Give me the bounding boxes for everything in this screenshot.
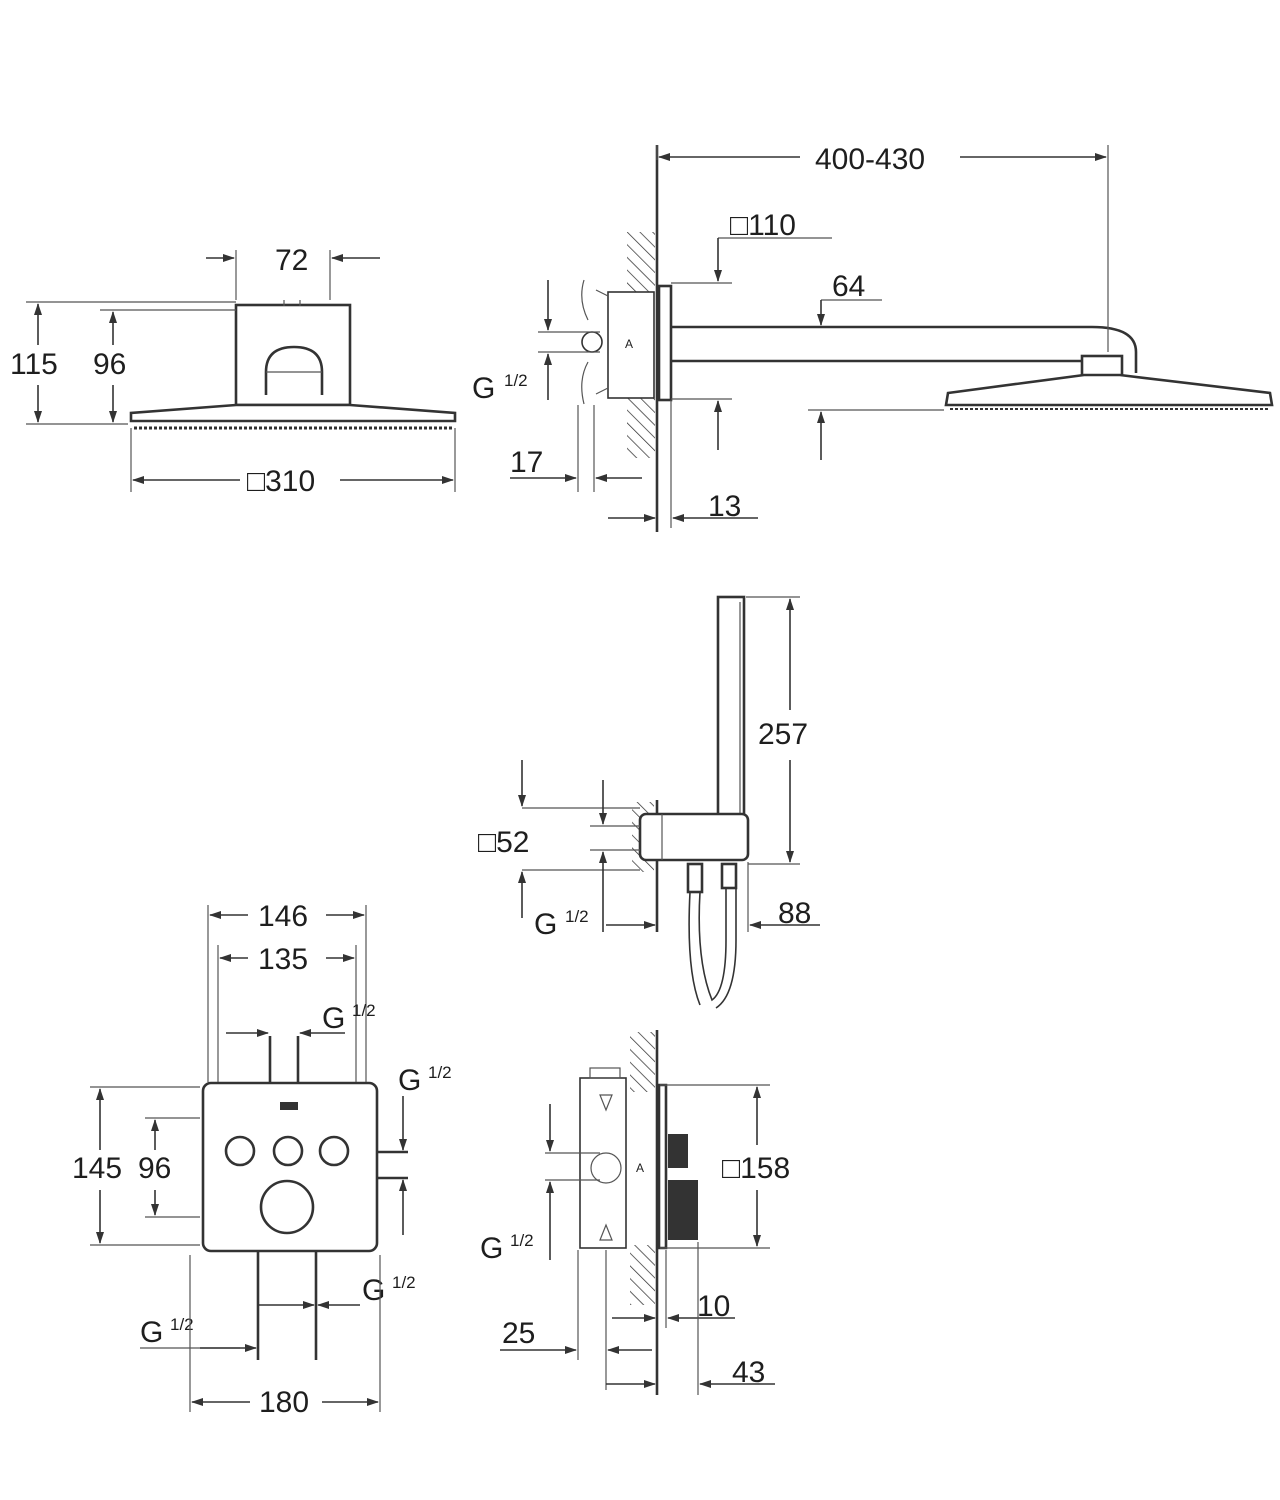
thread-label-hand: G xyxy=(534,908,557,941)
dim-bracket-square: □52 xyxy=(478,826,530,859)
thread-fraction-head: 1/2 xyxy=(504,371,528,390)
dim-hand-shower-length: 257 xyxy=(758,718,808,751)
dim-total-height: 115 xyxy=(10,348,58,381)
dim-inner-height: 96 xyxy=(138,1152,171,1185)
dim-knob-projection: 43 xyxy=(732,1356,765,1389)
thermostat-front-view: 146 135 G 1/2 G 1/2 145 96 G 1/2 xyxy=(72,900,452,1419)
thread-label-bottom-left: G xyxy=(140,1316,163,1349)
svg-text:A: A xyxy=(636,1161,644,1175)
wall-bracket xyxy=(638,812,750,862)
thread-label-thermostat: G xyxy=(480,1232,503,1265)
dim-rosette-depth: 13 xyxy=(708,490,741,523)
dim-body-width: 180 xyxy=(259,1386,309,1419)
thread-fraction-thermostat: 1/2 xyxy=(510,1231,534,1250)
thread-fraction-bottom-left: 1/2 xyxy=(170,1315,194,1334)
dim-head-height: 96 xyxy=(93,348,126,381)
wall-connector xyxy=(581,331,603,353)
wall-hatch-upper xyxy=(630,1032,655,1092)
svg-text:A: A xyxy=(625,337,633,351)
dim-outer-width: 146 xyxy=(258,900,308,933)
thermostat-plate xyxy=(201,1081,379,1253)
wall-hatch-lower xyxy=(627,398,655,458)
mount-arch xyxy=(264,345,324,395)
push-button-1 xyxy=(224,1135,256,1167)
temperature-knob xyxy=(259,1179,315,1235)
dim-arm-reach: 400-430 xyxy=(815,143,925,176)
thread-fraction-top: 1/2 xyxy=(352,1001,376,1020)
push-button-2 xyxy=(272,1135,304,1167)
rosette xyxy=(657,284,673,402)
valve-center xyxy=(590,1152,622,1184)
shower-plate xyxy=(129,403,457,423)
dim-rosette-square: □110 xyxy=(730,209,796,242)
thread-label-right: G xyxy=(398,1064,421,1097)
hose-nut xyxy=(686,862,704,894)
cover-plate xyxy=(657,1083,668,1250)
thread-label-top: G xyxy=(322,1002,345,1035)
hose xyxy=(688,888,737,1009)
wall-hatch-lower xyxy=(630,1245,655,1305)
dim-plate-square: □158 xyxy=(722,1152,790,1185)
thread-label-head: G xyxy=(472,372,495,405)
thread-fraction-right: 1/2 xyxy=(428,1063,452,1082)
dim-body-depth: 25 xyxy=(502,1317,535,1350)
thread-fraction-hand: 1/2 xyxy=(565,907,589,926)
dim-inner-width: 135 xyxy=(258,943,308,976)
dim-height: 145 xyxy=(72,1152,122,1185)
push-button-3 xyxy=(318,1135,350,1167)
head-shower-front-view: 72 115 96 □310 xyxy=(10,244,457,498)
thread-label-bottom-right: G xyxy=(362,1274,385,1307)
dim-bracket-projection: 88 xyxy=(778,897,811,930)
dim-mount-width: 72 xyxy=(275,244,308,277)
push-button-side xyxy=(668,1134,688,1168)
dim-plate-square: □310 xyxy=(247,465,315,498)
shower-head-profile xyxy=(944,373,1274,407)
ceiling-mount-block xyxy=(234,303,352,407)
head-shower-side-view: A 400-430 □110 64 G xyxy=(472,143,1274,532)
dim-wall-depth: 17 xyxy=(510,446,543,479)
arm-joint xyxy=(1080,354,1124,378)
hand-shower-view: 257 □52 G 1/2 88 xyxy=(478,595,820,1009)
wall-hatch-upper xyxy=(627,232,655,292)
brand-logo-mark xyxy=(280,1102,298,1110)
shower-arm xyxy=(671,325,1138,374)
thermostat-side-view: A □158 G 1/2 25 10 43 xyxy=(480,1030,790,1395)
hose-nut-2 xyxy=(720,862,738,890)
dim-plate-thickness: 10 xyxy=(697,1290,730,1323)
in-wall-box xyxy=(607,291,655,399)
dim-arm-height: 64 xyxy=(832,270,865,303)
thread-fraction-bottom-right: 1/2 xyxy=(392,1273,416,1292)
